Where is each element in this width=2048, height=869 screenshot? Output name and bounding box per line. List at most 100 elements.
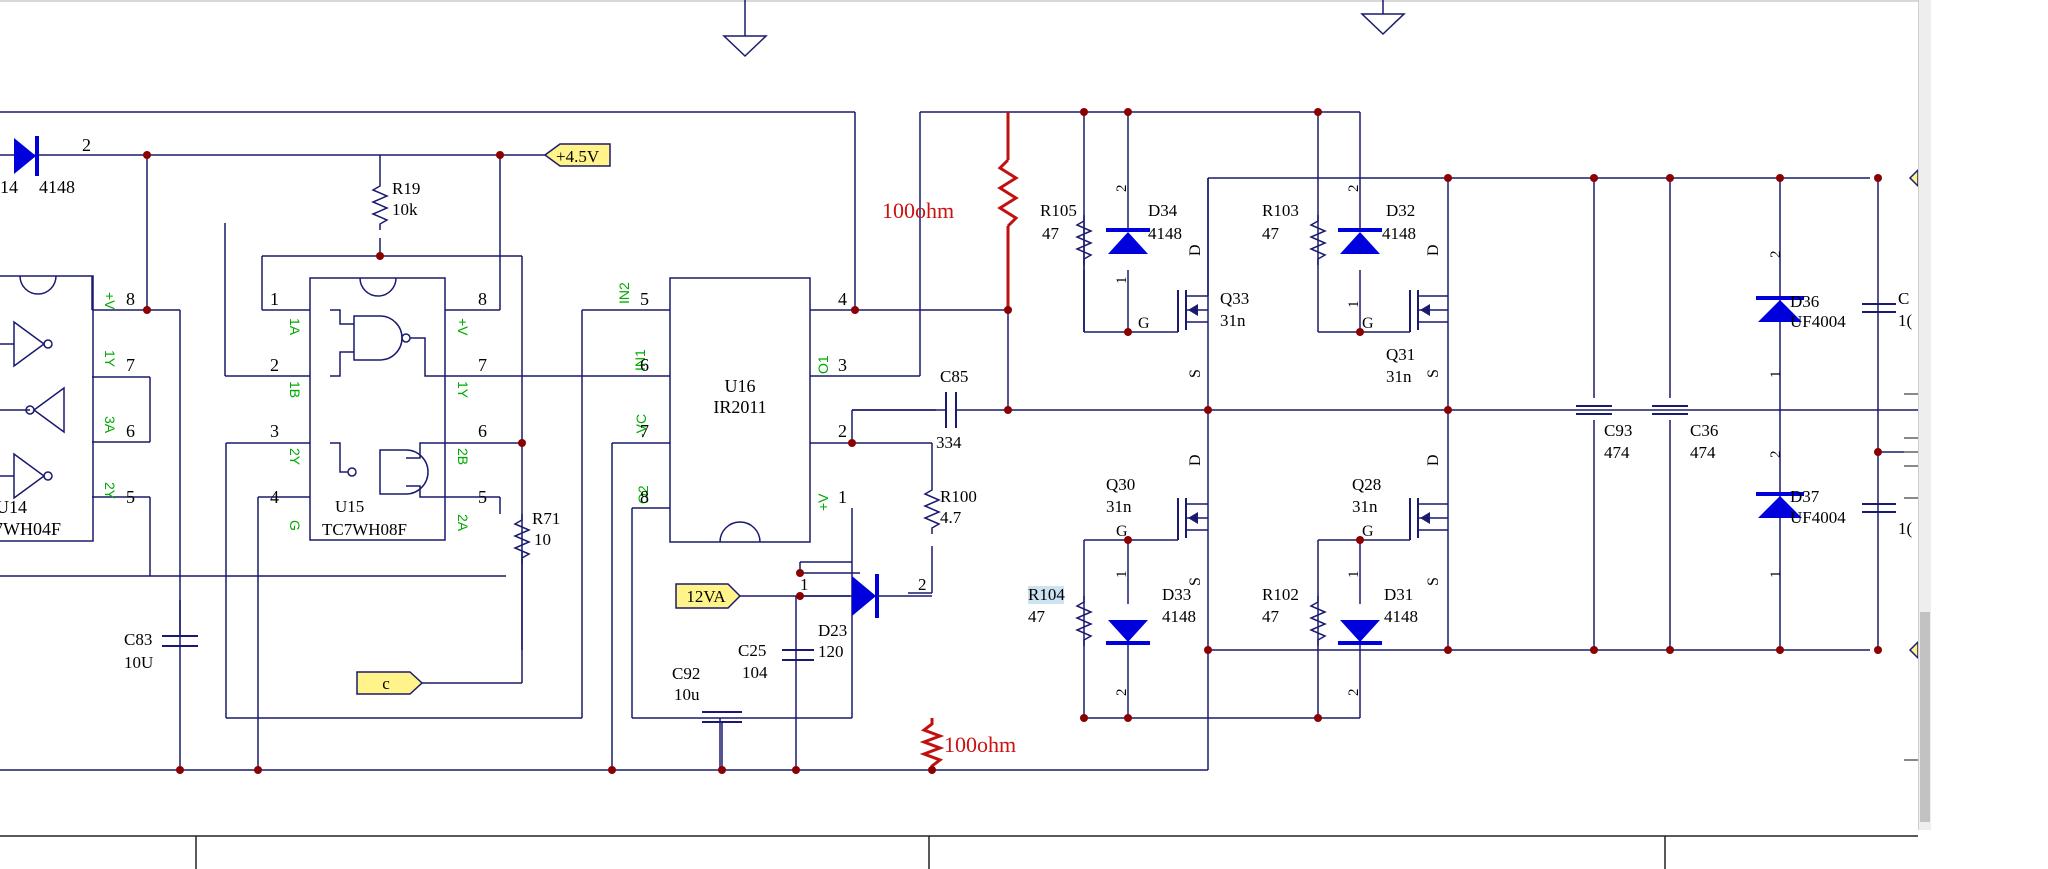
- net-port-icon: [675, 583, 742, 609]
- c83-capacitor-icon: [162, 600, 198, 647]
- q30-drain: D: [1187, 454, 1204, 466]
- u14-pin-name-2: 1Y: [102, 350, 118, 368]
- u16-pin-name-in1: IN1: [632, 349, 648, 371]
- d37-pin-bot: 1: [1768, 571, 1784, 579]
- schematic-drawing: +V 1Y 3A 2Y 8 7 6 5 U14 7WH04F 2 14 4148…: [0, 0, 1918, 869]
- c93-capacitor-icon: [1576, 405, 1612, 415]
- net-port-icon: [356, 671, 424, 695]
- q28-ref: Q28: [1352, 475, 1381, 494]
- q31-value: 31n: [1386, 367, 1412, 386]
- junctions: [143, 108, 1882, 774]
- u16-ref: U16: [725, 376, 756, 396]
- r19-value: 10k: [392, 200, 418, 219]
- u14-pin-8: 8: [126, 289, 135, 309]
- r105-ref: R105: [1040, 201, 1077, 220]
- d32-pin-top: 2: [1346, 185, 1362, 193]
- port-c-label: c: [382, 674, 390, 693]
- d37-pin-top: 2: [1768, 451, 1784, 459]
- d34-ref: D34: [1148, 201, 1178, 220]
- u15-pin-7: 7: [478, 355, 487, 375]
- c85-capacitor-icon: [936, 392, 966, 428]
- u15-ref: U15: [335, 497, 364, 516]
- d23-ref: D23: [818, 621, 847, 640]
- q30-source: S: [1187, 577, 1204, 586]
- c92-value: 10u: [674, 685, 700, 704]
- c85-ref: C85: [940, 367, 968, 386]
- d31-value: 4148: [1384, 607, 1418, 626]
- r100-ref: R100: [940, 487, 977, 506]
- c36-capacitor-icon: [1652, 405, 1688, 415]
- d23-diode-icon: [800, 574, 932, 618]
- d14-pin: 2: [82, 135, 91, 155]
- q30-ref: Q30: [1106, 475, 1135, 494]
- d37-ref: D37: [1790, 487, 1820, 506]
- q33-gate: G: [1138, 315, 1150, 332]
- u15-pin-name-2y: 2Y: [287, 448, 303, 466]
- c25-value: 104: [742, 663, 768, 682]
- r104-ref: R104: [1028, 585, 1065, 604]
- u14-pin-6: 6: [126, 421, 135, 441]
- u16-part: IR2011: [713, 397, 766, 417]
- q31-source: S: [1425, 369, 1442, 378]
- u15-pin-name-1a: 1A: [287, 318, 303, 336]
- u16-pin-name-o2: O2: [635, 485, 651, 504]
- c92-capacitor-icon: [702, 711, 742, 770]
- q28-drain: D: [1425, 454, 1442, 466]
- blank-margin: [1931, 0, 2048, 869]
- r102-ref: R102: [1262, 585, 1299, 604]
- u15-pin-name-v: +V: [455, 318, 471, 336]
- r71-ref: R71: [532, 509, 560, 528]
- d31-pin-top: 1: [1346, 571, 1362, 579]
- q31-gate: G: [1362, 315, 1374, 332]
- c25-capacitor-icon: [782, 649, 814, 661]
- r102-value: 47: [1262, 607, 1280, 626]
- d31-pin-bot: 2: [1346, 689, 1362, 697]
- q28-gate: G: [1362, 523, 1374, 540]
- d32-diode-icon: [1338, 228, 1382, 254]
- scrollbar-thumb[interactable]: [1920, 612, 1930, 822]
- u14-pin-name-4: 2Y: [102, 482, 118, 500]
- u16-pin-name-v: +V: [815, 493, 831, 511]
- u15-pin-name-g: G: [287, 520, 303, 531]
- u14-pin-name-1: +V: [102, 292, 118, 310]
- d23-pin2: 2: [918, 575, 927, 594]
- d36-value: UF4004: [1790, 312, 1846, 331]
- q30-mosfet-icon: [1168, 498, 1208, 541]
- schematic-canvas[interactable]: +V 1Y 3A 2Y 8 7 6 5 U14 7WH04F 2 14 4148…: [0, 0, 1918, 869]
- u15-part: TC7WH08F: [322, 520, 407, 539]
- d33-diode-icon: [1106, 620, 1150, 645]
- d32-value: 4148: [1382, 224, 1416, 243]
- c85-value: 334: [936, 433, 962, 452]
- q28-source: S: [1425, 577, 1442, 586]
- d32-pin-bot: 1: [1346, 301, 1362, 309]
- u16-pin-name-vc: -VC: [633, 414, 649, 438]
- r-gate-high-resistor-icon: [997, 112, 1019, 310]
- r105-value: 47: [1042, 224, 1060, 243]
- d23-value: 120: [818, 642, 844, 661]
- d34-diode-icon: [1106, 228, 1150, 254]
- c93-ref: C93: [1604, 421, 1632, 440]
- d36-diode-icon: [1756, 296, 1804, 322]
- net-port-icon: [543, 143, 611, 167]
- q28-mosfet-icon: [1398, 498, 1448, 541]
- q33-ref: Q33: [1220, 289, 1249, 308]
- u16-pin-2: 2: [838, 421, 847, 441]
- partial-connector-right: [1904, 393, 1918, 761]
- q28-value: 31n: [1352, 497, 1378, 516]
- vertical-scrollbar[interactable]: [1918, 0, 1931, 830]
- net-port-icon: [1908, 168, 1918, 660]
- c-right-a-value: 1(: [1898, 311, 1913, 330]
- port-12va-label: 12VA: [686, 587, 726, 606]
- r-gate-high-label: 100ohm: [882, 198, 954, 223]
- u16-pin-5: 5: [640, 289, 649, 309]
- r103-value: 47: [1262, 224, 1280, 243]
- u15-pin-3: 3: [270, 421, 279, 441]
- u15-pin-name-2b: 2B: [455, 448, 471, 465]
- r100-value: 4.7: [940, 508, 962, 527]
- u14-ref: U14: [0, 497, 27, 517]
- u14-part: 7WH04F: [0, 519, 61, 539]
- q30-value: 31n: [1106, 497, 1132, 516]
- r100-resistor-icon: [924, 483, 940, 535]
- u14-chip: +V 1Y 3A 2Y 8 7 6 5 U14 7WH04F: [0, 275, 135, 542]
- c83-ref: C83: [124, 630, 152, 649]
